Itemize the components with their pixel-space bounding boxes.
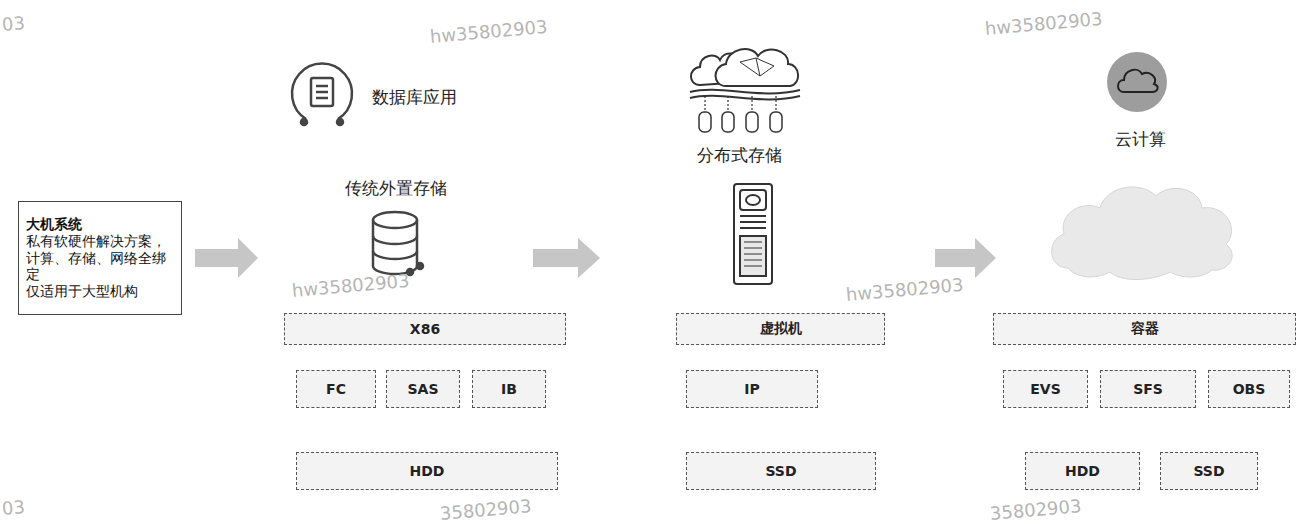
cloud-shape — [1052, 187, 1233, 280]
box-label: HDD — [410, 463, 445, 479]
box-label: FC — [326, 381, 346, 397]
watermark: 03 — [1, 496, 26, 519]
watermark: hw35802903 — [845, 274, 964, 305]
caption-label: 云计算 — [1115, 128, 1166, 151]
cloud-network-icon — [690, 49, 800, 132]
box-body: 仅适用于大型机构 — [26, 283, 138, 300]
box-label: IP — [744, 381, 759, 397]
box-label: X86 — [410, 321, 440, 337]
watermark: hw35802903 — [984, 8, 1103, 39]
flow-arrows — [195, 238, 996, 278]
interface-box: SFS — [1100, 370, 1196, 408]
block-arrow — [195, 238, 258, 278]
block-arrow — [533, 238, 600, 278]
interface-box: FC — [296, 370, 376, 408]
system-box: 大机系统私有软硬件解决方案，计算、存储、网络全绑定仅适用于大型机构 — [18, 201, 182, 315]
interface-box: OBS — [1208, 370, 1290, 408]
media-box: HDD — [296, 452, 558, 490]
media-box: HDD — [1025, 452, 1140, 490]
media-box: SSD — [686, 452, 876, 490]
box-label: SFS — [1133, 381, 1163, 397]
watermark: 35802903 — [989, 495, 1082, 524]
caption-label: 数据库应用 — [372, 86, 457, 109]
box-label: OBS — [1233, 381, 1266, 397]
box-label: 虚拟机 — [760, 320, 802, 338]
watermark: 35802903 — [439, 495, 532, 524]
media-box: SSD — [1160, 452, 1258, 490]
watermark: hw35802903 — [291, 270, 410, 301]
cloud-circle-icon — [1107, 52, 1167, 112]
document-icon — [292, 64, 352, 125]
layer-box: 虚拟机 — [676, 313, 885, 345]
layer-box: X86 — [284, 313, 566, 345]
box-label: IB — [501, 381, 517, 397]
server-icon — [734, 184, 772, 284]
box-body: 私有软硬件解决方案，计算、存储、网络全绑定 — [26, 233, 174, 283]
box-label: SSD — [1193, 463, 1224, 479]
interface-box: EVS — [1003, 370, 1088, 408]
box-label: EVS — [1030, 381, 1060, 397]
block-arrow — [935, 238, 996, 278]
watermark: 03 — [1, 12, 26, 35]
box-label: SSD — [765, 463, 796, 479]
interface-box: SAS — [386, 370, 460, 408]
box-label: SAS — [407, 381, 438, 397]
caption-label: 分布式存储 — [697, 144, 782, 167]
layer-box: 容器 — [993, 313, 1296, 345]
caption-label: 传统外置存储 — [345, 177, 447, 200]
database-icon — [373, 212, 423, 275]
box-label: 容器 — [1131, 320, 1159, 338]
interface-box: IB — [472, 370, 546, 408]
interface-box: IP — [686, 370, 818, 408]
box-label: HDD — [1065, 463, 1100, 479]
box-heading: 大机系统 — [26, 216, 82, 233]
watermark: hw35802903 — [429, 16, 548, 47]
